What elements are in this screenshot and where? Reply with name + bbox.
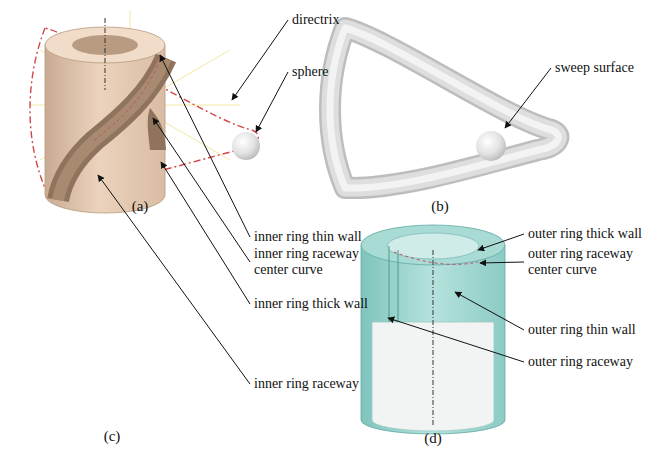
part-label: inner ring raceway — [254, 376, 359, 392]
part-label: inner ring thin wall — [254, 229, 362, 245]
panel-label: (d) — [424, 430, 442, 446]
part-label: outer ring thick wall — [528, 226, 642, 242]
sweep-tube — [330, 28, 558, 188]
part-label: inner ring thick wall — [254, 296, 368, 312]
sphere-shape — [232, 132, 260, 160]
part-label: outer ring raceway center curve — [528, 246, 653, 278]
part-label: outer ring raceway — [528, 354, 633, 370]
part-label: sweep surface — [555, 60, 634, 76]
part-label: directrix — [292, 12, 339, 28]
part-label: inner ring raceway center curve — [254, 246, 379, 278]
panel-label: (a) — [132, 198, 149, 214]
part-label: sphere — [292, 64, 329, 80]
outer-ring — [361, 225, 505, 434]
panel-label: (c) — [104, 428, 121, 444]
panel-label: (b) — [431, 198, 449, 214]
part-label: outer ring thin wall — [528, 322, 636, 338]
leader-lines — [98, 20, 551, 384]
inner-ring — [45, 18, 166, 213]
